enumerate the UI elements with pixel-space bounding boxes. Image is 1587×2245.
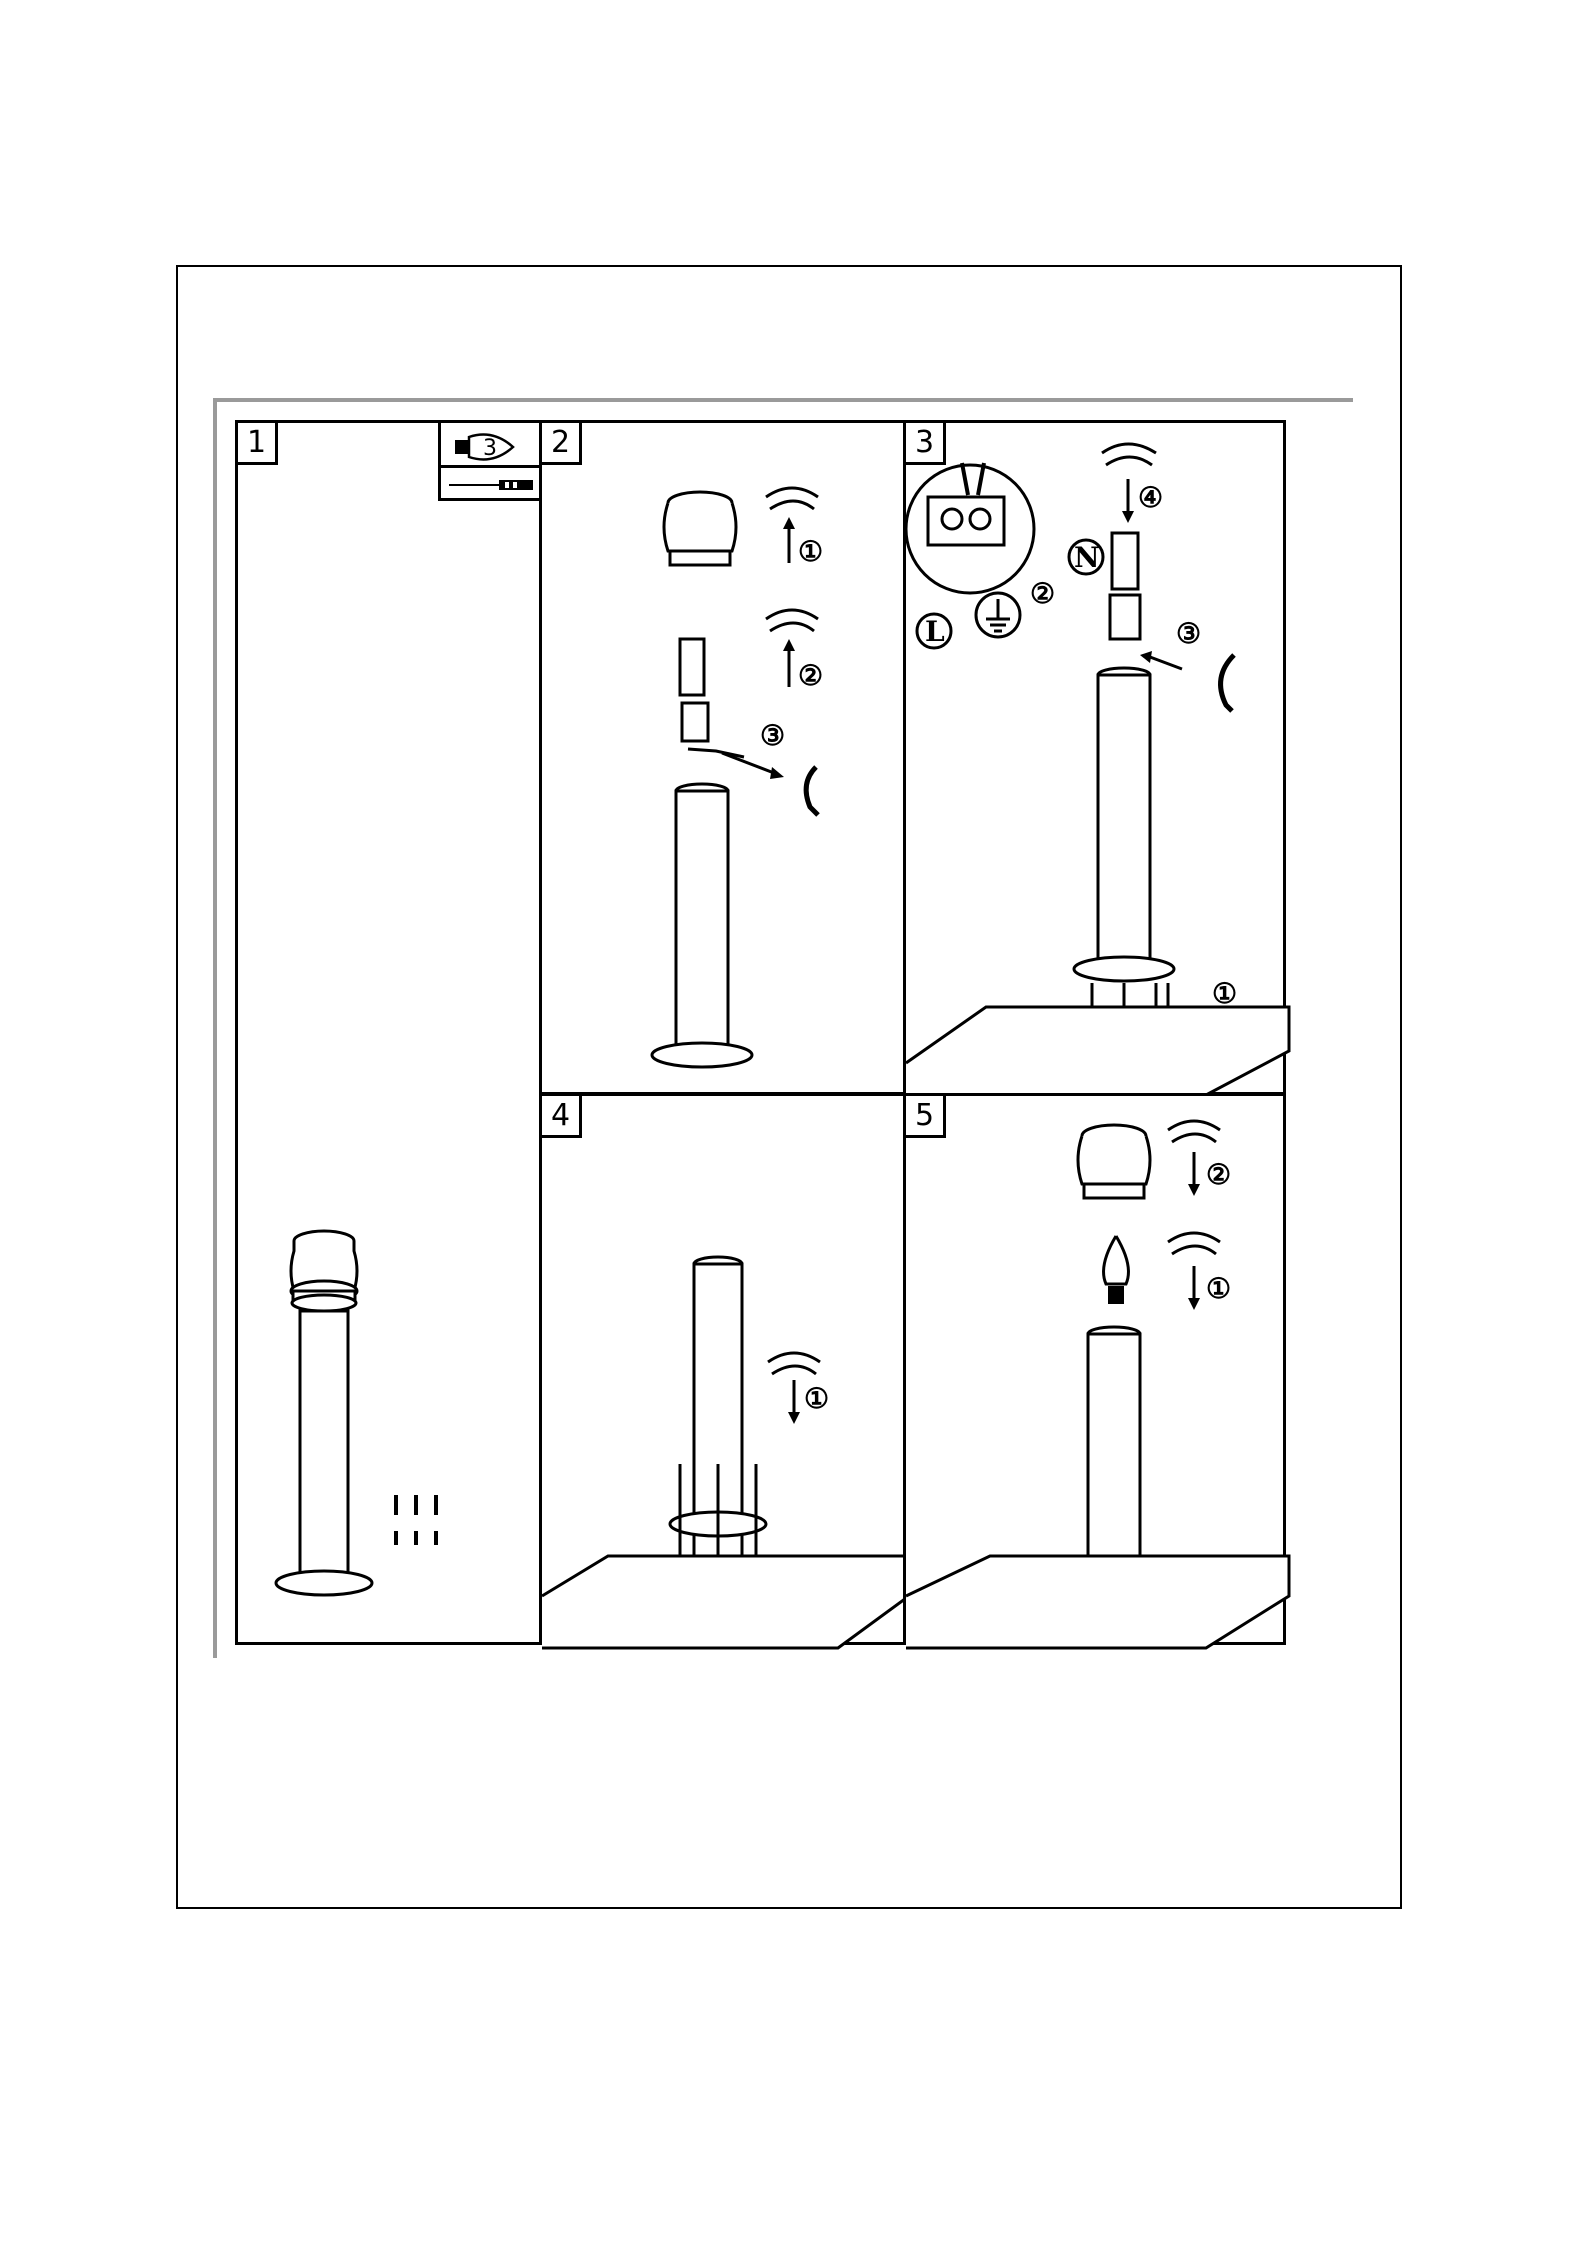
lamp-head [1078, 1125, 1150, 1198]
socket-assembly [1110, 533, 1140, 639]
lamp-post [1074, 668, 1174, 981]
wiring-detail-circle [906, 463, 1034, 593]
marker-2: ② [1030, 577, 1055, 610]
marker-3: ③ [760, 719, 785, 752]
marker-1: ① [798, 535, 823, 568]
marker-2: ② [798, 659, 823, 692]
lamp-head [664, 492, 736, 565]
floor-slab [906, 1007, 1289, 1095]
marker-1: ① [804, 1382, 829, 1415]
marker-3: ③ [1176, 617, 1201, 650]
floor-slab [906, 1556, 1289, 1648]
neutral-label: N [1074, 541, 1100, 574]
step-5-drawing: ② ① [906, 1096, 1289, 1648]
panel-step-2: 2 ① ② ③ [539, 420, 906, 1095]
clip-ring [1102, 444, 1156, 465]
bulb-icon [1104, 1236, 1129, 1284]
clip-ring [768, 1353, 820, 1374]
marker-4: ④ [1138, 481, 1163, 514]
marker-1: ① [1212, 977, 1237, 1010]
marker-1: ① [1206, 1272, 1231, 1305]
assembled-lamp-drawing [238, 423, 545, 1648]
step-2-drawing: ① ② ③ [542, 423, 909, 1098]
panel-step-1: 1 3 [235, 420, 542, 1645]
screws [396, 1495, 436, 1545]
earth-ground-icon [976, 593, 1020, 637]
line-label: L [925, 615, 945, 648]
floor-slab [542, 1556, 909, 1648]
socket-assembly [680, 639, 744, 757]
panel-step-3: 3 L N ② ④ ③ [903, 420, 1286, 1095]
lamp-head [291, 1231, 357, 1311]
panel-step-4: 4 ① [539, 1093, 906, 1645]
frame-rule-top [213, 398, 1353, 402]
step-4-drawing: ① [542, 1096, 909, 1648]
lamp-post [276, 1311, 372, 1595]
step-3-drawing: L N ② ④ ③ ① [906, 423, 1289, 1098]
clip-c [806, 767, 818, 815]
frame-rule-left [213, 398, 217, 1658]
panel-step-5: 5 ② ① [903, 1093, 1286, 1645]
marker-2: ② [1206, 1158, 1231, 1191]
lamp-post [652, 784, 752, 1067]
clip-ring [766, 488, 818, 509]
